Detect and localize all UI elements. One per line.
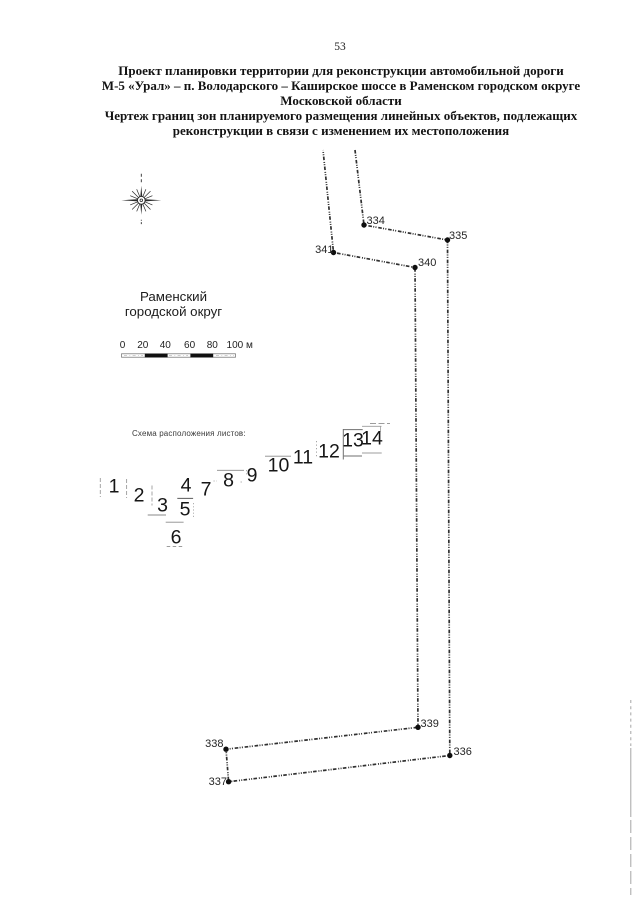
sheet-13: 13	[342, 428, 364, 451]
sheet-7: 7	[200, 478, 212, 501]
boundary-point-338	[223, 746, 229, 752]
sheet-6: 6	[170, 525, 182, 548]
scale-label-40: 40	[159, 340, 171, 351]
point-label-338: 338	[205, 738, 224, 750]
sheet-9: 9	[246, 464, 258, 487]
sheet-11: 11	[292, 445, 314, 468]
sheet-5: 5	[179, 497, 191, 520]
point-label-340: 340	[418, 257, 437, 269]
scale-label-0: 0	[119, 340, 126, 351]
point-label-339: 339	[420, 718, 439, 730]
title-line-1: Проект планировки территории для реконст…	[118, 62, 564, 78]
scale-label-20: 20	[137, 340, 149, 351]
point-label-341: 341	[315, 244, 334, 256]
region-label-line-2: городской округ	[124, 303, 223, 319]
title-line-5: реконструкции в связи с изменением их ме…	[172, 123, 510, 139]
boundary-point-341	[330, 249, 337, 256]
region-label: Раменский городской округ	[93, 289, 254, 319]
sheet-14: 14	[361, 427, 383, 450]
sheet-4: 4	[180, 474, 192, 497]
boundary-point-335	[444, 237, 451, 243]
region-label-line-1: Раменский	[139, 289, 208, 304]
title-line-2: М-5 «Урал» – п. Володарского – Каширское…	[101, 77, 581, 93]
boundary-line	[223, 149, 453, 785]
sheet-8: 8	[223, 469, 234, 492]
point-label-336: 336	[453, 746, 472, 758]
document-title: Проект планировки территории для реконст…	[41, 63, 640, 139]
scale-label-100m: 100 м	[226, 340, 253, 351]
boundary-point-337	[225, 779, 232, 785]
sheet-10: 10	[267, 453, 290, 476]
title-line-4: Чертеж границ зон планируемого размещени…	[104, 108, 578, 124]
sheet-outline-fragments	[99, 423, 390, 547]
point-label-335: 335	[449, 230, 468, 242]
sheet-2: 2	[133, 483, 145, 506]
boundary-point-339	[415, 724, 421, 730]
sheet-1: 1	[108, 475, 120, 498]
scale-label-60: 60	[184, 340, 196, 351]
scale-label-80: 80	[206, 340, 218, 351]
point-label-334: 334	[366, 215, 385, 227]
boundary-point-340	[412, 264, 418, 271]
boundary-point-334	[361, 222, 367, 228]
page-number: 53	[334, 40, 346, 53]
sheet-12: 12	[318, 439, 340, 462]
sheet-scheme-caption: Схема расположения листов:	[132, 428, 246, 438]
boundary-point-336	[447, 752, 453, 759]
compass-rose-icon	[121, 173, 162, 225]
point-label-337: 337	[208, 775, 227, 788]
sheet-3: 3	[157, 493, 168, 516]
title-line-3: Московской области	[280, 92, 402, 108]
scale-bar	[121, 353, 236, 358]
